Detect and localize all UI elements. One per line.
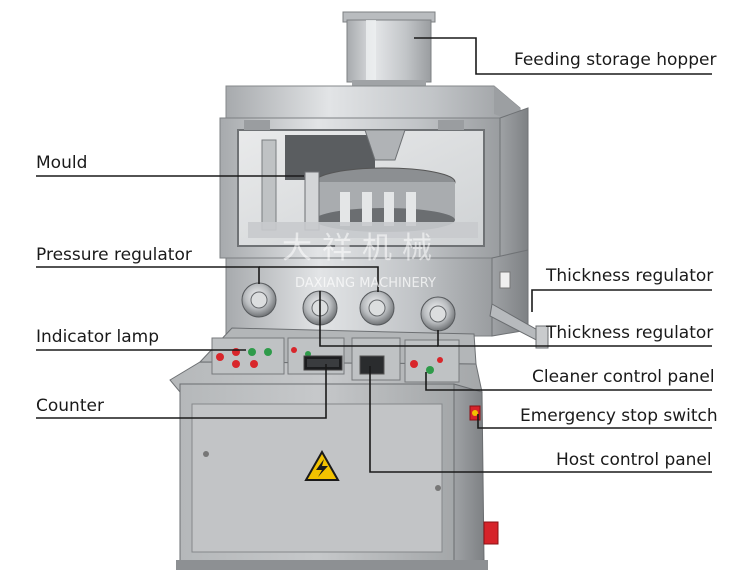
leader-cleaner-control-panel	[425, 372, 712, 391]
leader-pressure-regulator-c	[319, 291, 438, 347]
label-pressure-regulator: Pressure regulator	[36, 245, 192, 265]
feeding-hopper	[342, 11, 436, 88]
label-host-control-panel: Host control panel	[556, 450, 712, 470]
label-counter: Counter	[36, 396, 104, 416]
mould-turret	[248, 129, 478, 238]
lower-cabinet	[176, 383, 499, 570]
label-feeding-hopper: Feeding storage hopper	[514, 50, 717, 70]
leader-pressure-regulator-b	[259, 266, 379, 292]
watermark-cn: 大祥机械	[282, 231, 442, 266]
regulator-knob-icon	[420, 296, 456, 332]
label-mould: Mould	[36, 153, 88, 173]
label-thickness-regulator-2: Thickness regulator	[546, 323, 714, 343]
counter-display	[303, 355, 343, 371]
leader-feeding-hopper	[414, 37, 712, 75]
label-cleaner-control-panel: Cleaner control panel	[532, 367, 715, 387]
label-indicator-lamp: Indicator lamp	[36, 327, 160, 347]
label-emergency-stop-switch: Emergency stop switch	[520, 406, 718, 426]
leader-lines	[36, 37, 712, 473]
leader-counter	[36, 364, 327, 419]
leader-emergency-stop-switch	[477, 414, 712, 429]
label-thickness-regulator-1: Thickness regulator	[546, 266, 714, 286]
middle-section	[225, 249, 549, 349]
regulator-knob-icon	[241, 282, 277, 318]
leader-thickness-regulator-1	[531, 289, 712, 312]
watermark-en: DAXIANG MACHINERY	[295, 276, 436, 291]
high-voltage-warning-icon	[304, 449, 340, 481]
emergency-stop-icon	[469, 405, 481, 421]
leader-host-control-panel	[369, 366, 712, 473]
regulator-knob-icon	[359, 290, 395, 326]
